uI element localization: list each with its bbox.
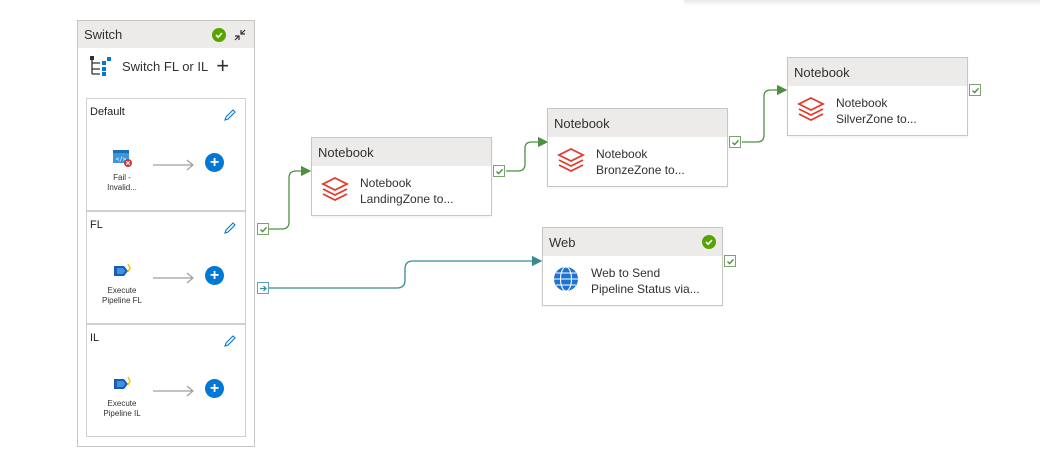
activity-name-line1: Notebook — [836, 96, 888, 110]
on-success-port[interactable] — [729, 136, 741, 148]
execute-pipeline-icon — [114, 376, 131, 389]
on-success-port[interactable] — [493, 165, 505, 177]
add-case-icon[interactable]: + — [216, 53, 230, 78]
case-fl[interactable]: FL Execute Pipeline FL + — [86, 211, 246, 324]
arrow-right-icon — [153, 272, 194, 284]
switch-header: Switch — [78, 21, 254, 48]
execute-pipeline-name-line2: Pipeline FL — [101, 296, 143, 305]
card-header: Web — [543, 228, 722, 256]
case-il[interactable]: IL Execute Pipeline IL + — [86, 324, 246, 437]
pencil-icon[interactable] — [223, 334, 237, 348]
connector-bronze-to-silver — [742, 84, 788, 143]
top-toolbar-edge — [684, 0, 1040, 6]
on-success-port[interactable] — [257, 223, 269, 235]
on-success-port[interactable] — [724, 255, 736, 267]
activity-name-line2: Pipeline Status via... — [591, 282, 700, 296]
activity-name-line2: LandingZone to... — [360, 192, 454, 206]
switch-branch-icon — [90, 56, 111, 76]
notebook-bronzezone-card[interactable]: Notebook Notebook BronzeZone to... — [547, 108, 728, 187]
fail-activity[interactable]: </> Fail - Invalid... — [97, 147, 147, 193]
execute-pipeline-activity[interactable]: Execute Pipeline FL — [97, 260, 147, 306]
execute-pipeline-activity[interactable]: Execute Pipeline IL — [97, 373, 147, 419]
databricks-notebook-icon — [320, 176, 350, 202]
execute-pipeline-name-line1: Execute — [107, 286, 137, 295]
switch-activity[interactable]: Switch Switch FL or IL + Default — [77, 20, 255, 447]
on-success-port[interactable] — [969, 84, 981, 96]
activity-name-line2: SilverZone to... — [836, 112, 917, 126]
collapse-icon[interactable] — [232, 27, 248, 43]
fail-activity-name-line2: Invalid... — [107, 183, 137, 192]
card-header-title: Notebook — [318, 144, 374, 160]
add-activity-button[interactable]: + — [205, 266, 224, 285]
connector-switch-to-landing — [269, 165, 312, 230]
notebook-landingzone-card[interactable]: Notebook Notebook LandingZone to... — [311, 137, 492, 216]
activity-name-line1: Web to Send — [591, 266, 661, 280]
fail-activity-icon: </> — [113, 150, 132, 167]
fail-activity-name-line1: Fail - — [113, 173, 131, 182]
arrow-right-icon — [153, 159, 194, 171]
notebook-silverzone-card[interactable]: Notebook Notebook SilverZone to... — [787, 57, 968, 136]
svg-text:</>: </> — [116, 156, 127, 163]
card-header-title: Notebook — [554, 115, 610, 131]
card-header-title: Notebook — [794, 64, 850, 80]
card-header: Notebook — [312, 138, 491, 166]
activity-name-line1: Notebook — [360, 176, 412, 190]
card-header: Notebook — [788, 58, 967, 86]
pencil-icon[interactable] — [223, 221, 237, 235]
switch-header-title: Switch — [84, 27, 123, 42]
execute-pipeline-icon — [114, 263, 131, 276]
add-activity-button[interactable]: + — [205, 379, 224, 398]
switch-name-row: Switch FL or IL + — [78, 48, 254, 84]
web-globe-icon — [554, 266, 578, 292]
pencil-icon[interactable] — [223, 108, 237, 122]
web-activity-card[interactable]: Web Web to Send Pipeline Status via... — [542, 227, 723, 306]
case-label: FL — [90, 219, 103, 231]
case-label: Default — [90, 106, 125, 118]
success-check-icon — [212, 27, 226, 42]
connector-landing-to-bronze — [506, 136, 549, 172]
success-check-icon — [702, 235, 716, 249]
case-label: IL — [90, 332, 100, 344]
case-default[interactable]: Default </> Fail - Invalid... + — [86, 98, 246, 211]
activity-name-line1: Notebook — [596, 147, 648, 161]
activity-name-line2: BronzeZone to... — [596, 163, 685, 177]
add-activity-button[interactable]: + — [205, 153, 224, 172]
databricks-notebook-icon — [796, 96, 826, 122]
switch-name: Switch FL or IL — [122, 58, 209, 74]
databricks-notebook-icon — [556, 147, 586, 173]
card-header-title: Web — [549, 234, 576, 250]
execute-pipeline-name-line2: Pipeline IL — [103, 409, 141, 418]
card-header: Notebook — [548, 109, 727, 137]
on-completion-port[interactable] — [257, 282, 269, 294]
connector-switch-to-web — [269, 255, 543, 289]
execute-pipeline-name-line1: Execute — [107, 399, 137, 408]
arrow-right-icon — [153, 385, 194, 397]
